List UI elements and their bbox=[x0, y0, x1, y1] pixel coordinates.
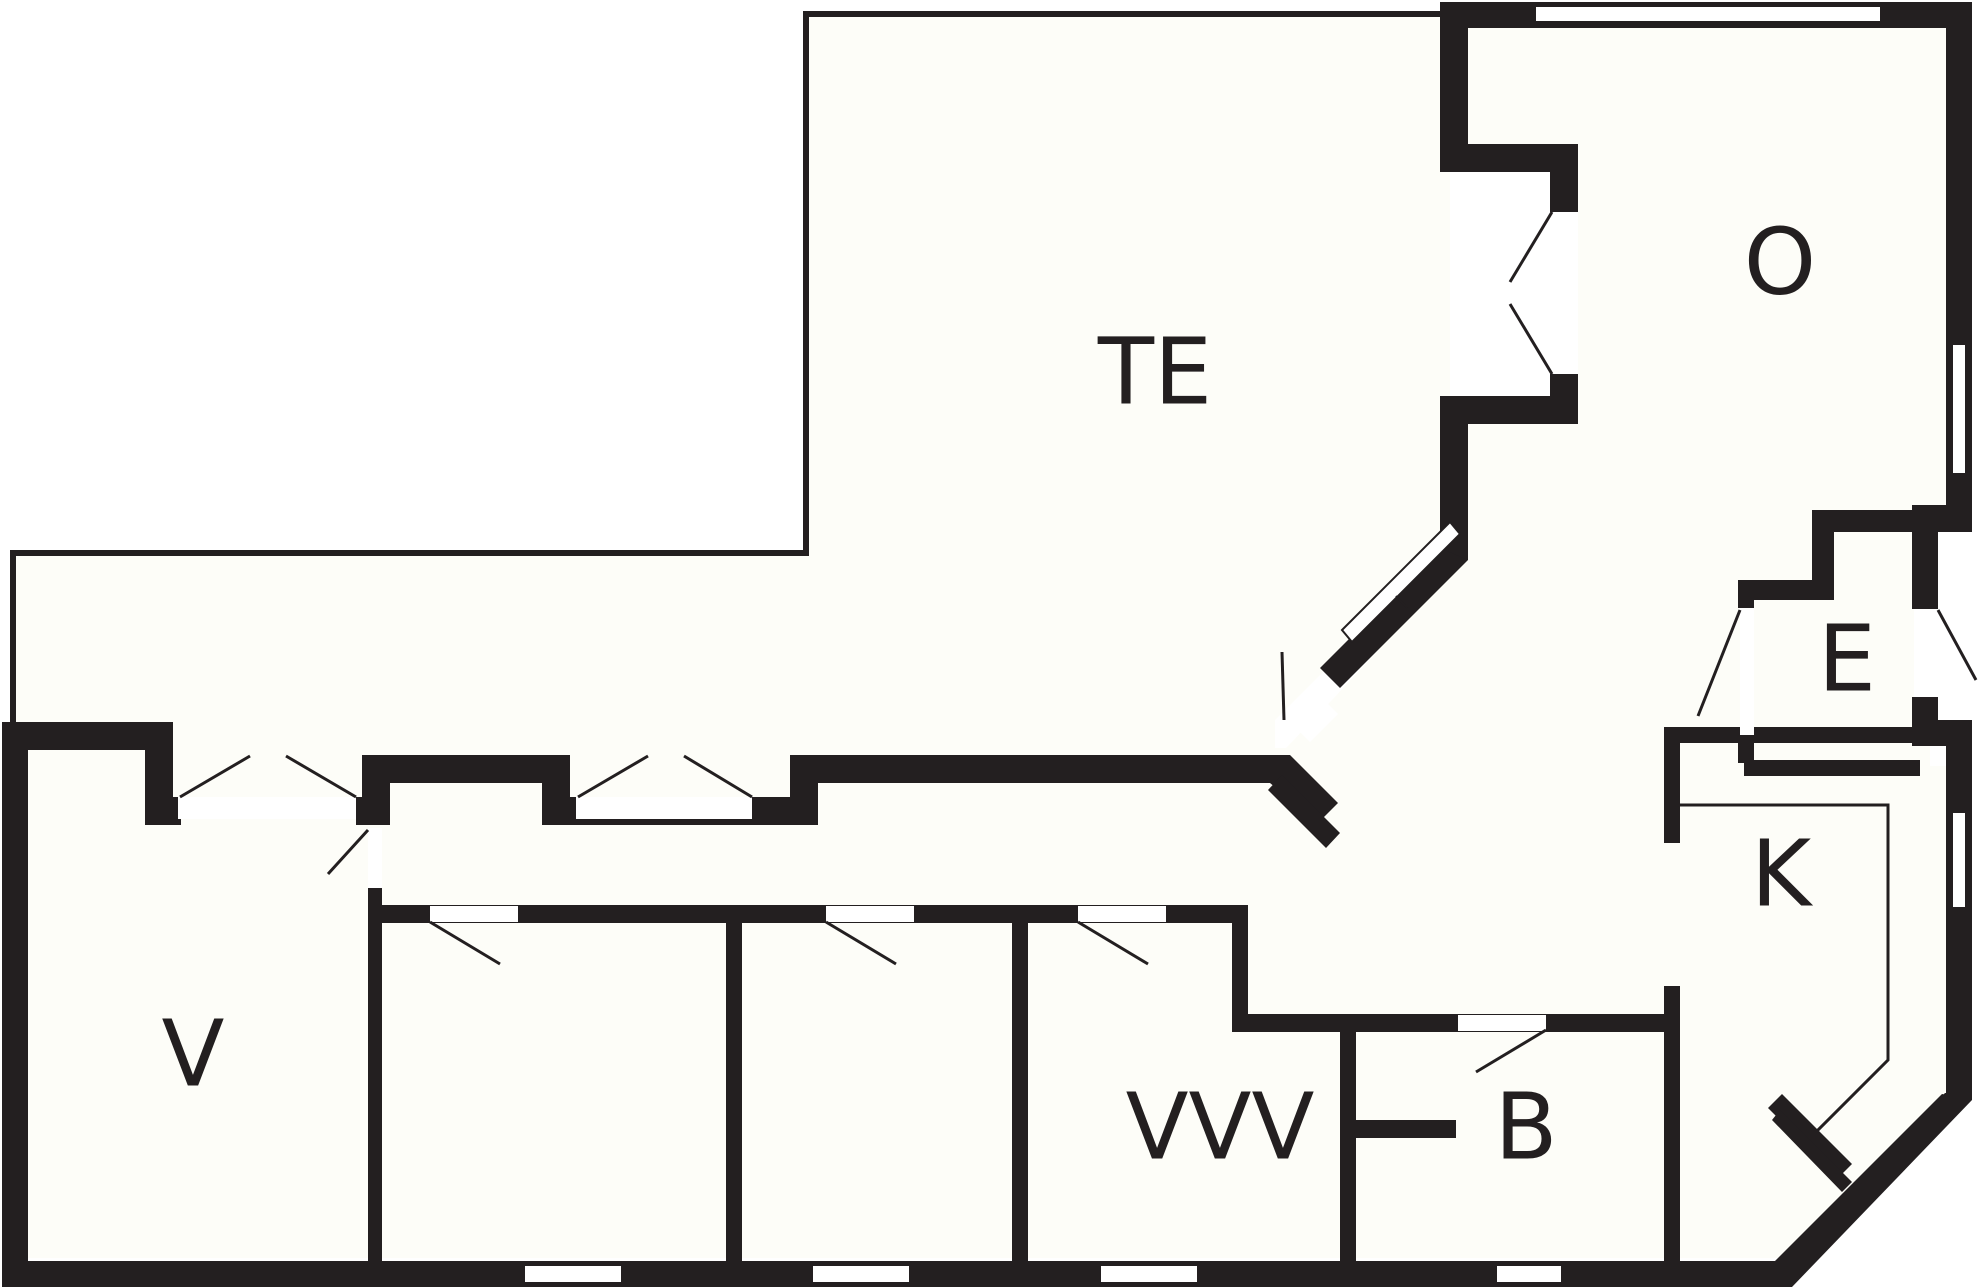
windows bbox=[523, 5, 1967, 1284]
wall-bedroom-door-lower bbox=[368, 888, 382, 910]
door-gap-diagonal bbox=[1294, 698, 1338, 742]
door-swing-living-top bbox=[1508, 211, 1554, 283]
door-gap-terrace-corridor-2 bbox=[576, 797, 752, 819]
room-label-hall: E bbox=[1818, 605, 1876, 712]
door-swing-bath bbox=[1475, 1028, 1547, 1074]
wall-corridor-corner bbox=[1270, 755, 1338, 823]
wall-bedroom-door-jamb bbox=[356, 797, 390, 825]
door-swing-hall-left bbox=[1696, 609, 1742, 717]
room-label-wardrobe: VVV bbox=[1126, 1073, 1315, 1180]
room-label-terrace: TE bbox=[1097, 318, 1212, 425]
wall-pier-2-top bbox=[362, 755, 570, 783]
door-swing-living-bottom bbox=[1508, 303, 1554, 375]
kitchen-wall-stub bbox=[1768, 1094, 1852, 1178]
door-swing-hall-right bbox=[1936, 609, 1978, 681]
wall-bath-left bbox=[1340, 1014, 1356, 1264]
wall-hall-bottom bbox=[1744, 760, 1920, 776]
wall-hall-top bbox=[1812, 510, 1916, 532]
terrace-floor bbox=[13, 14, 1450, 812]
door-swings bbox=[179, 211, 1978, 1074]
wall-bath-top bbox=[1232, 1014, 1672, 1032]
window-bottom-3 bbox=[1099, 1264, 1199, 1284]
door-gap-hall-right bbox=[1914, 609, 1936, 697]
wall-diagonal-terrace bbox=[1320, 548, 1468, 688]
wall-kitchen-top bbox=[1664, 727, 1924, 743]
wall-corridor-top bbox=[790, 755, 1282, 783]
wall-hall-left bbox=[1738, 580, 1754, 608]
door-swing-room-a bbox=[429, 920, 501, 966]
wall-hall-right-top bbox=[1912, 505, 1938, 609]
wall-bedroom-right bbox=[368, 910, 382, 1264]
interior-walls bbox=[368, 727, 1924, 1264]
terrace-boundary bbox=[10, 11, 1450, 728]
wall-diagonal-bottom-right-body bbox=[1775, 1093, 1972, 1287]
wall-corridor-stub bbox=[1268, 775, 1340, 848]
wall-right-lower bbox=[1946, 720, 1972, 1100]
door-openings bbox=[178, 212, 1936, 1031]
window-bottom-4 bbox=[1495, 1264, 1563, 1284]
door-swing-diagonal bbox=[1280, 651, 1286, 721]
wall-top-left bbox=[2, 722, 173, 750]
door-swing-terrace-2b bbox=[683, 754, 753, 799]
window-right-upper bbox=[1951, 343, 1967, 475]
door-swing-terrace-1b bbox=[285, 754, 357, 799]
window-bottom-1 bbox=[523, 1264, 623, 1284]
door-gap-hall-left bbox=[1740, 608, 1754, 735]
door-swing-room-b bbox=[825, 920, 897, 966]
kitchen-counter bbox=[1678, 803, 1890, 1148]
door-gap-bath bbox=[1458, 1015, 1546, 1031]
window-diagonal-terrace bbox=[1340, 520, 1462, 644]
wall-hall-step bbox=[1738, 580, 1834, 600]
door-gap-room-c bbox=[1078, 906, 1166, 922]
wall-living-jog-right-top bbox=[1550, 144, 1578, 212]
window-right-lower bbox=[1951, 811, 1967, 909]
door-swing-terrace-1a bbox=[179, 754, 251, 799]
room-label-kitchen: K bbox=[1751, 820, 1814, 927]
door-swing-terrace-2a bbox=[577, 754, 649, 799]
door-gap-room-b bbox=[826, 906, 914, 922]
door-gap-room-a bbox=[430, 906, 518, 922]
wall-living-left-top bbox=[1440, 2, 1468, 170]
wall-kitchen-left-top bbox=[1664, 727, 1680, 843]
wall-left bbox=[2, 722, 28, 1287]
door-swing-room-c bbox=[1077, 920, 1149, 966]
wall-room-a-right bbox=[726, 905, 742, 1263]
apartment-floor bbox=[13, 14, 1960, 1258]
wall-bath-right bbox=[1664, 986, 1680, 1264]
room-label-bathroom: B bbox=[1494, 1073, 1557, 1180]
door-gap-living bbox=[1550, 212, 1578, 374]
wall-wardrobe-step bbox=[1232, 905, 1248, 1031]
wall-room-b-right bbox=[1012, 905, 1028, 1263]
wall-hall-left-step bbox=[1812, 510, 1834, 600]
window-diagonal-divider bbox=[1395, 595, 1408, 609]
wall-bath-partition bbox=[1340, 1120, 1456, 1138]
room-label-bedroom: V bbox=[162, 1000, 225, 1107]
window-bottom-2 bbox=[811, 1264, 911, 1284]
door-swing-bedroom bbox=[326, 828, 370, 876]
terrace-area bbox=[10, 11, 1450, 812]
room-label-living: O bbox=[1744, 208, 1816, 315]
window-top bbox=[1534, 5, 1882, 23]
kitchen-wall-stub-2 bbox=[1772, 1110, 1852, 1192]
door-gap-terrace-corridor bbox=[178, 797, 356, 819]
door-gap-bedroom bbox=[368, 828, 382, 888]
room-labels: TE O E K V B VVV bbox=[162, 208, 1877, 1180]
